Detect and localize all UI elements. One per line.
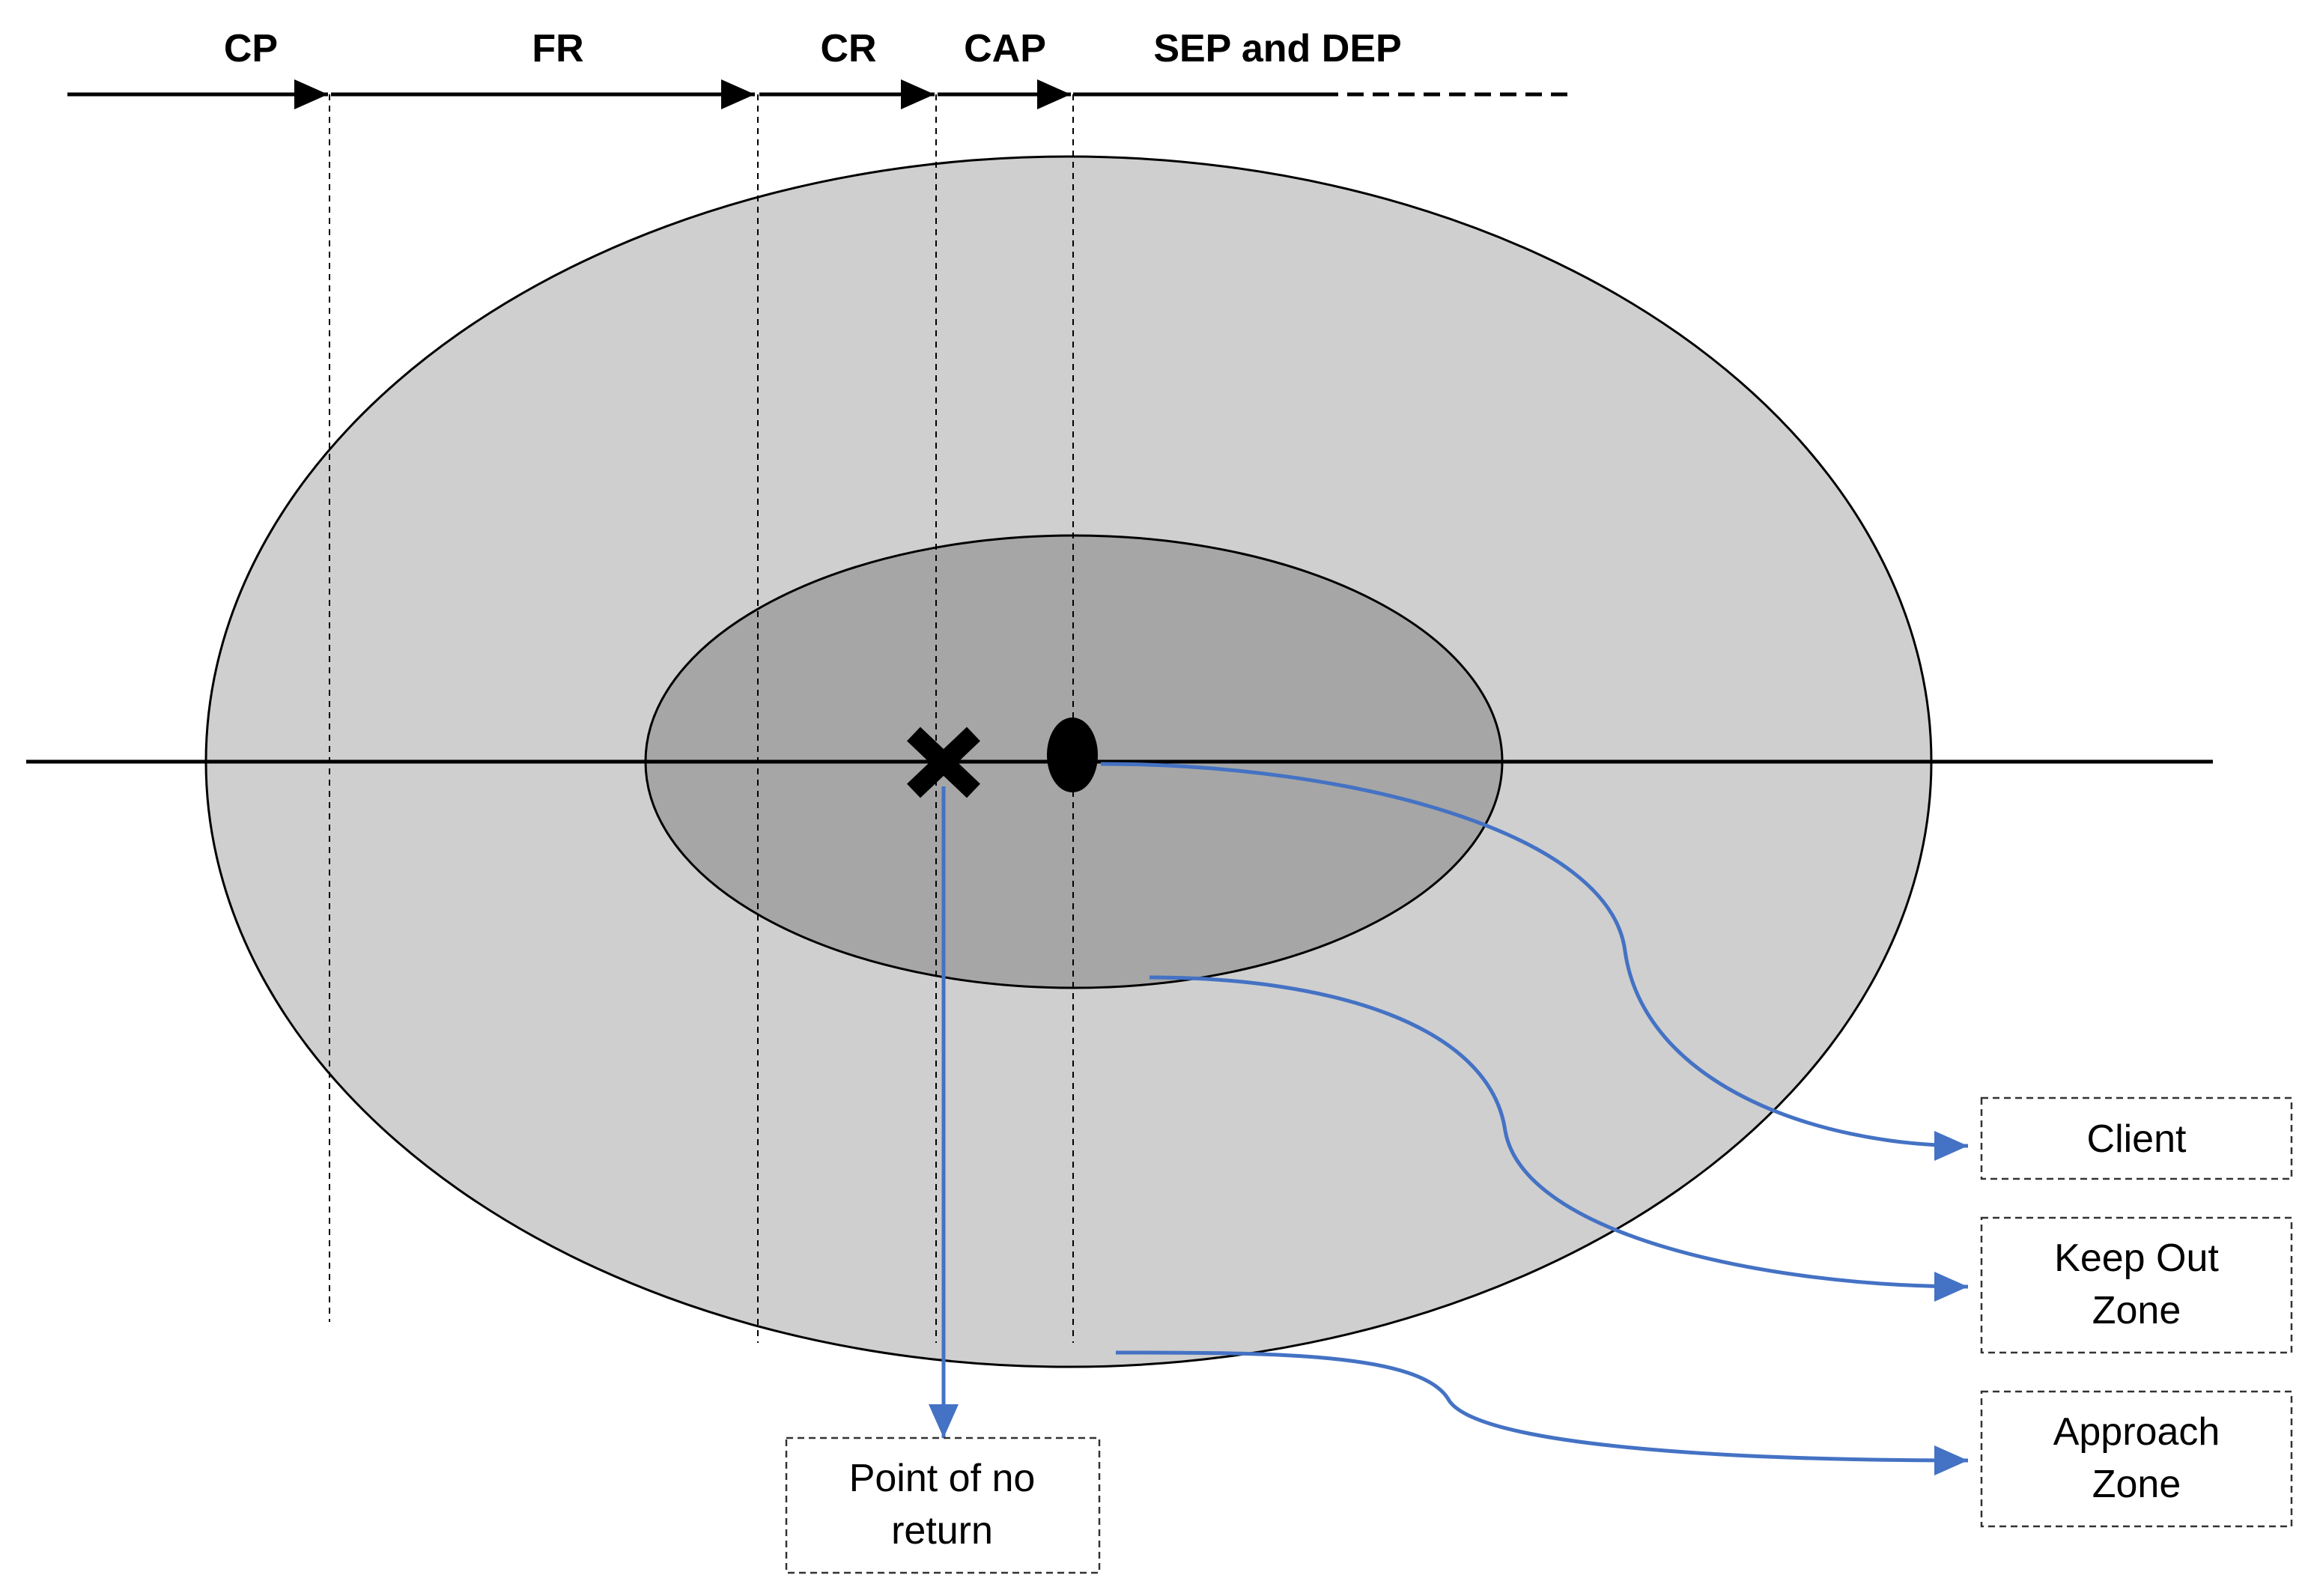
callout-keep-out-zone: Keep Out Zone <box>1980 1216 2293 1354</box>
callout-label-keep-out-zone-line1: Keep Out <box>2054 1237 2219 1280</box>
callout-box-approach-zone <box>1980 1390 2293 1528</box>
leader-approach-zone <box>1115 1350 1969 1475</box>
callout-point-of-no-return: Point of no return <box>785 1436 1101 1574</box>
x-mark-icon <box>907 726 980 798</box>
callout-approach-zone: Approach Zone <box>1980 1390 2293 1528</box>
phase-boundaries <box>329 94 1074 1343</box>
callout-label-point-of-no-return-line2: return <box>891 1509 993 1553</box>
callout-label-approach-zone-line2: Zone <box>2092 1463 2181 1506</box>
callout-label-point-of-no-return-line1: Point of no <box>849 1457 1036 1500</box>
callout-label-approach-zone-line1: Approach <box>2053 1410 2220 1454</box>
leader-client <box>1100 762 1969 1161</box>
callout-box-keep-out-zone <box>1980 1216 2293 1354</box>
callout-client: Client <box>1980 1096 2293 1180</box>
leader-lines <box>929 762 1969 1475</box>
phase-label-cp: CP <box>224 27 278 70</box>
phase-label-fr: FR <box>532 27 583 70</box>
phase-label-cap: CAP <box>964 27 1046 70</box>
callout-box-client <box>1980 1096 2293 1180</box>
phase-label-sep-dep: SEP and DEP <box>1153 27 1401 70</box>
callout-label-client: Client <box>2087 1117 2187 1161</box>
client-ellipse-icon <box>1047 717 1098 792</box>
callout-label-keep-out-zone-line2: Zone <box>2092 1289 2181 1332</box>
leader-keep-out-zone <box>1149 975 1969 1302</box>
callout-box-point-of-no-return <box>785 1436 1101 1574</box>
phase-label-cr: CR <box>820 27 876 70</box>
